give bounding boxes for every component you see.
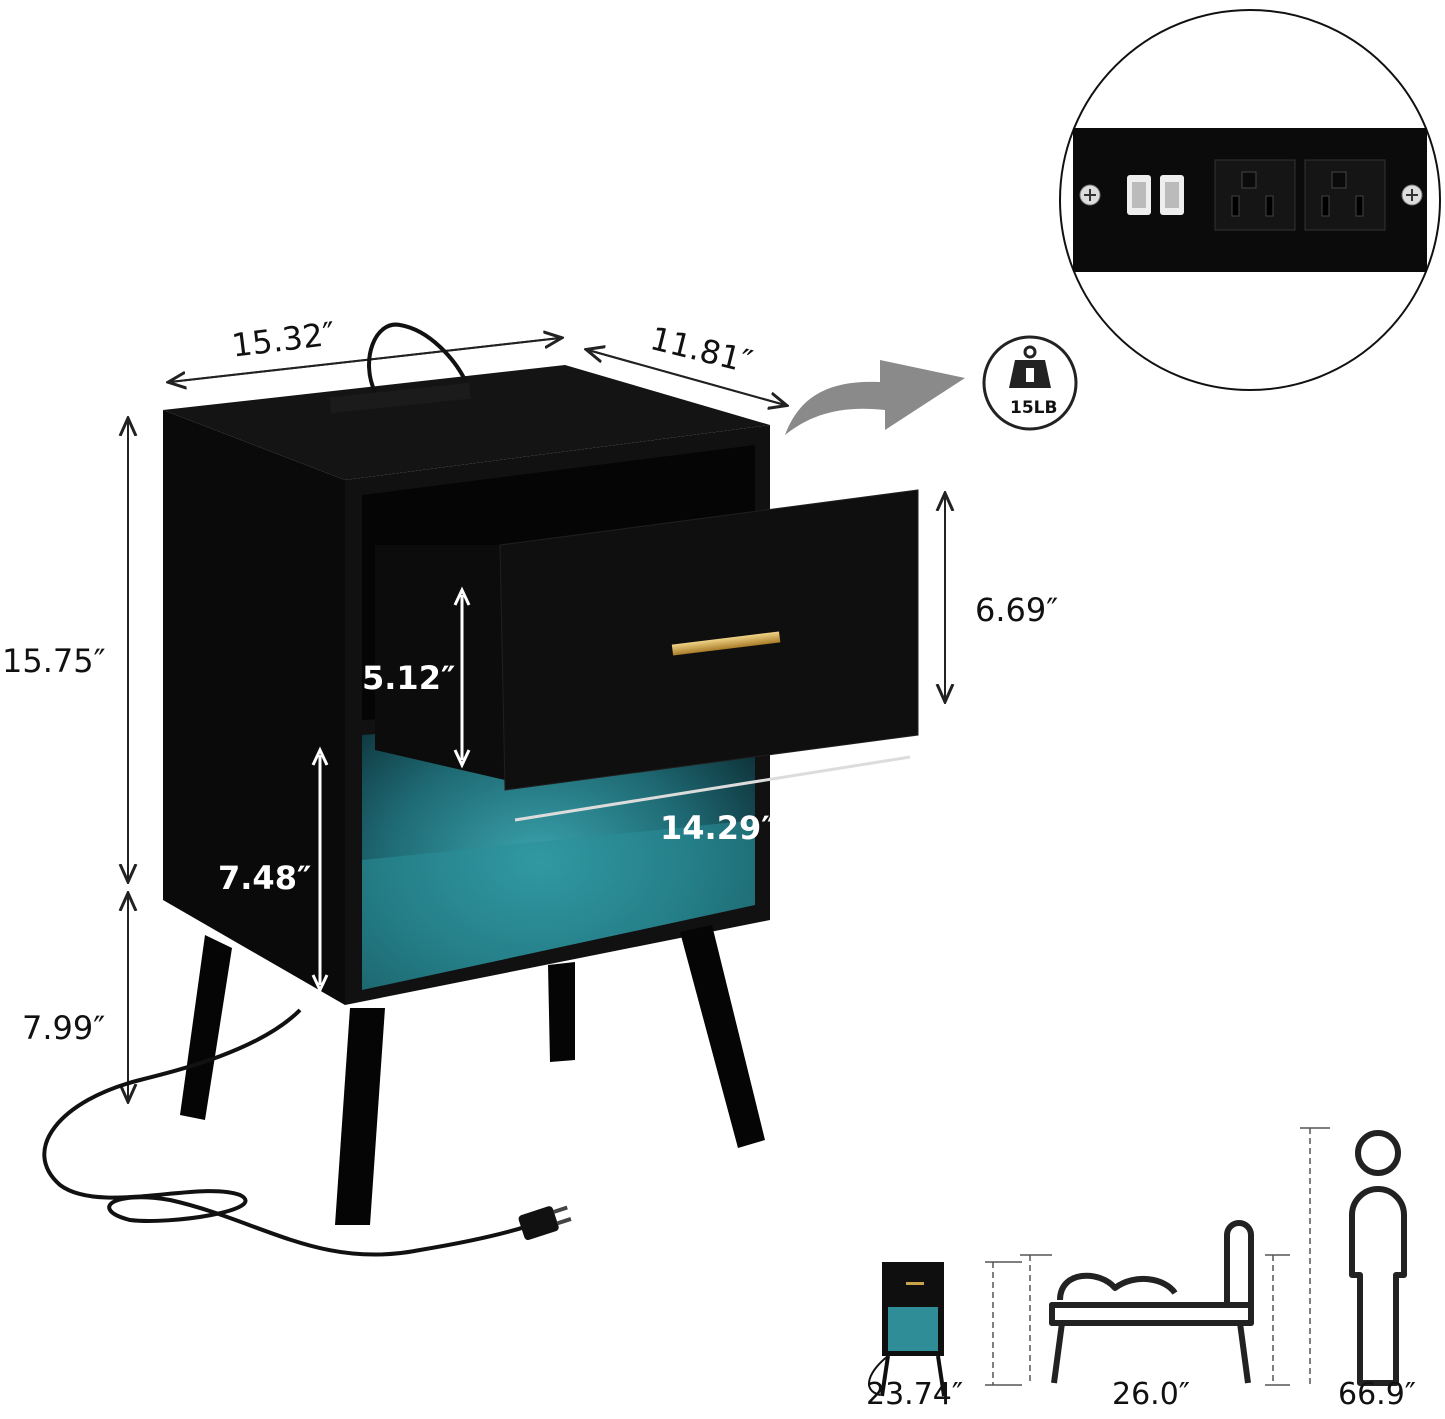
- dimension-leg-height: 7.99″: [22, 1009, 106, 1047]
- leg: [335, 1008, 385, 1225]
- power-cable: [42, 1008, 546, 1257]
- mini-nightstand-icon: [868, 1262, 946, 1397]
- nightstand: [42, 322, 919, 1257]
- screw-icon: [1079, 184, 1101, 206]
- weight-capacity-label: 15LB: [1010, 398, 1058, 418]
- dimension-drawer-width: 14.29″: [660, 809, 776, 847]
- leg: [180, 935, 232, 1120]
- charging-cable: [367, 322, 467, 393]
- bed-icon: [1049, 1220, 1254, 1384]
- weight-icon: [1009, 345, 1051, 388]
- dimension-cabinet-height: 15.75″: [2, 642, 106, 680]
- curved-arrow-icon: [785, 360, 965, 435]
- usb-port-icon: [1127, 175, 1184, 215]
- scale-dimension-ticks: [985, 1127, 1330, 1386]
- scale-bed-height: 26.0″: [1112, 1377, 1191, 1412]
- scale-person-height: 66.9″: [1338, 1377, 1417, 1412]
- screw-icon: [1401, 184, 1423, 206]
- person-icon: [1349, 1130, 1407, 1386]
- dimension-drawer-inner-height: 5.12″: [362, 659, 456, 697]
- dimension-shelf-height: 7.48″: [218, 859, 312, 897]
- drawer-front: [499, 489, 919, 791]
- scale-nightstand-height: 23.74″: [866, 1377, 964, 1412]
- leg: [548, 962, 575, 1062]
- weight-badge: [982, 335, 1078, 431]
- leg: [680, 925, 765, 1148]
- charging-strip: [329, 382, 471, 414]
- ac-outlet-icon: [1214, 159, 1386, 231]
- dimension-drawer-front-height: 6.69″: [975, 591, 1059, 629]
- drawer-handle: [671, 631, 781, 656]
- scale-comparison: [868, 1127, 1407, 1397]
- outlet-detail-circle: [1059, 9, 1441, 391]
- plug-icon: [518, 1205, 572, 1240]
- drawer-body: [375, 545, 505, 780]
- dimension-lines: [128, 338, 945, 1100]
- inner-dimension-lines: [311, 586, 911, 994]
